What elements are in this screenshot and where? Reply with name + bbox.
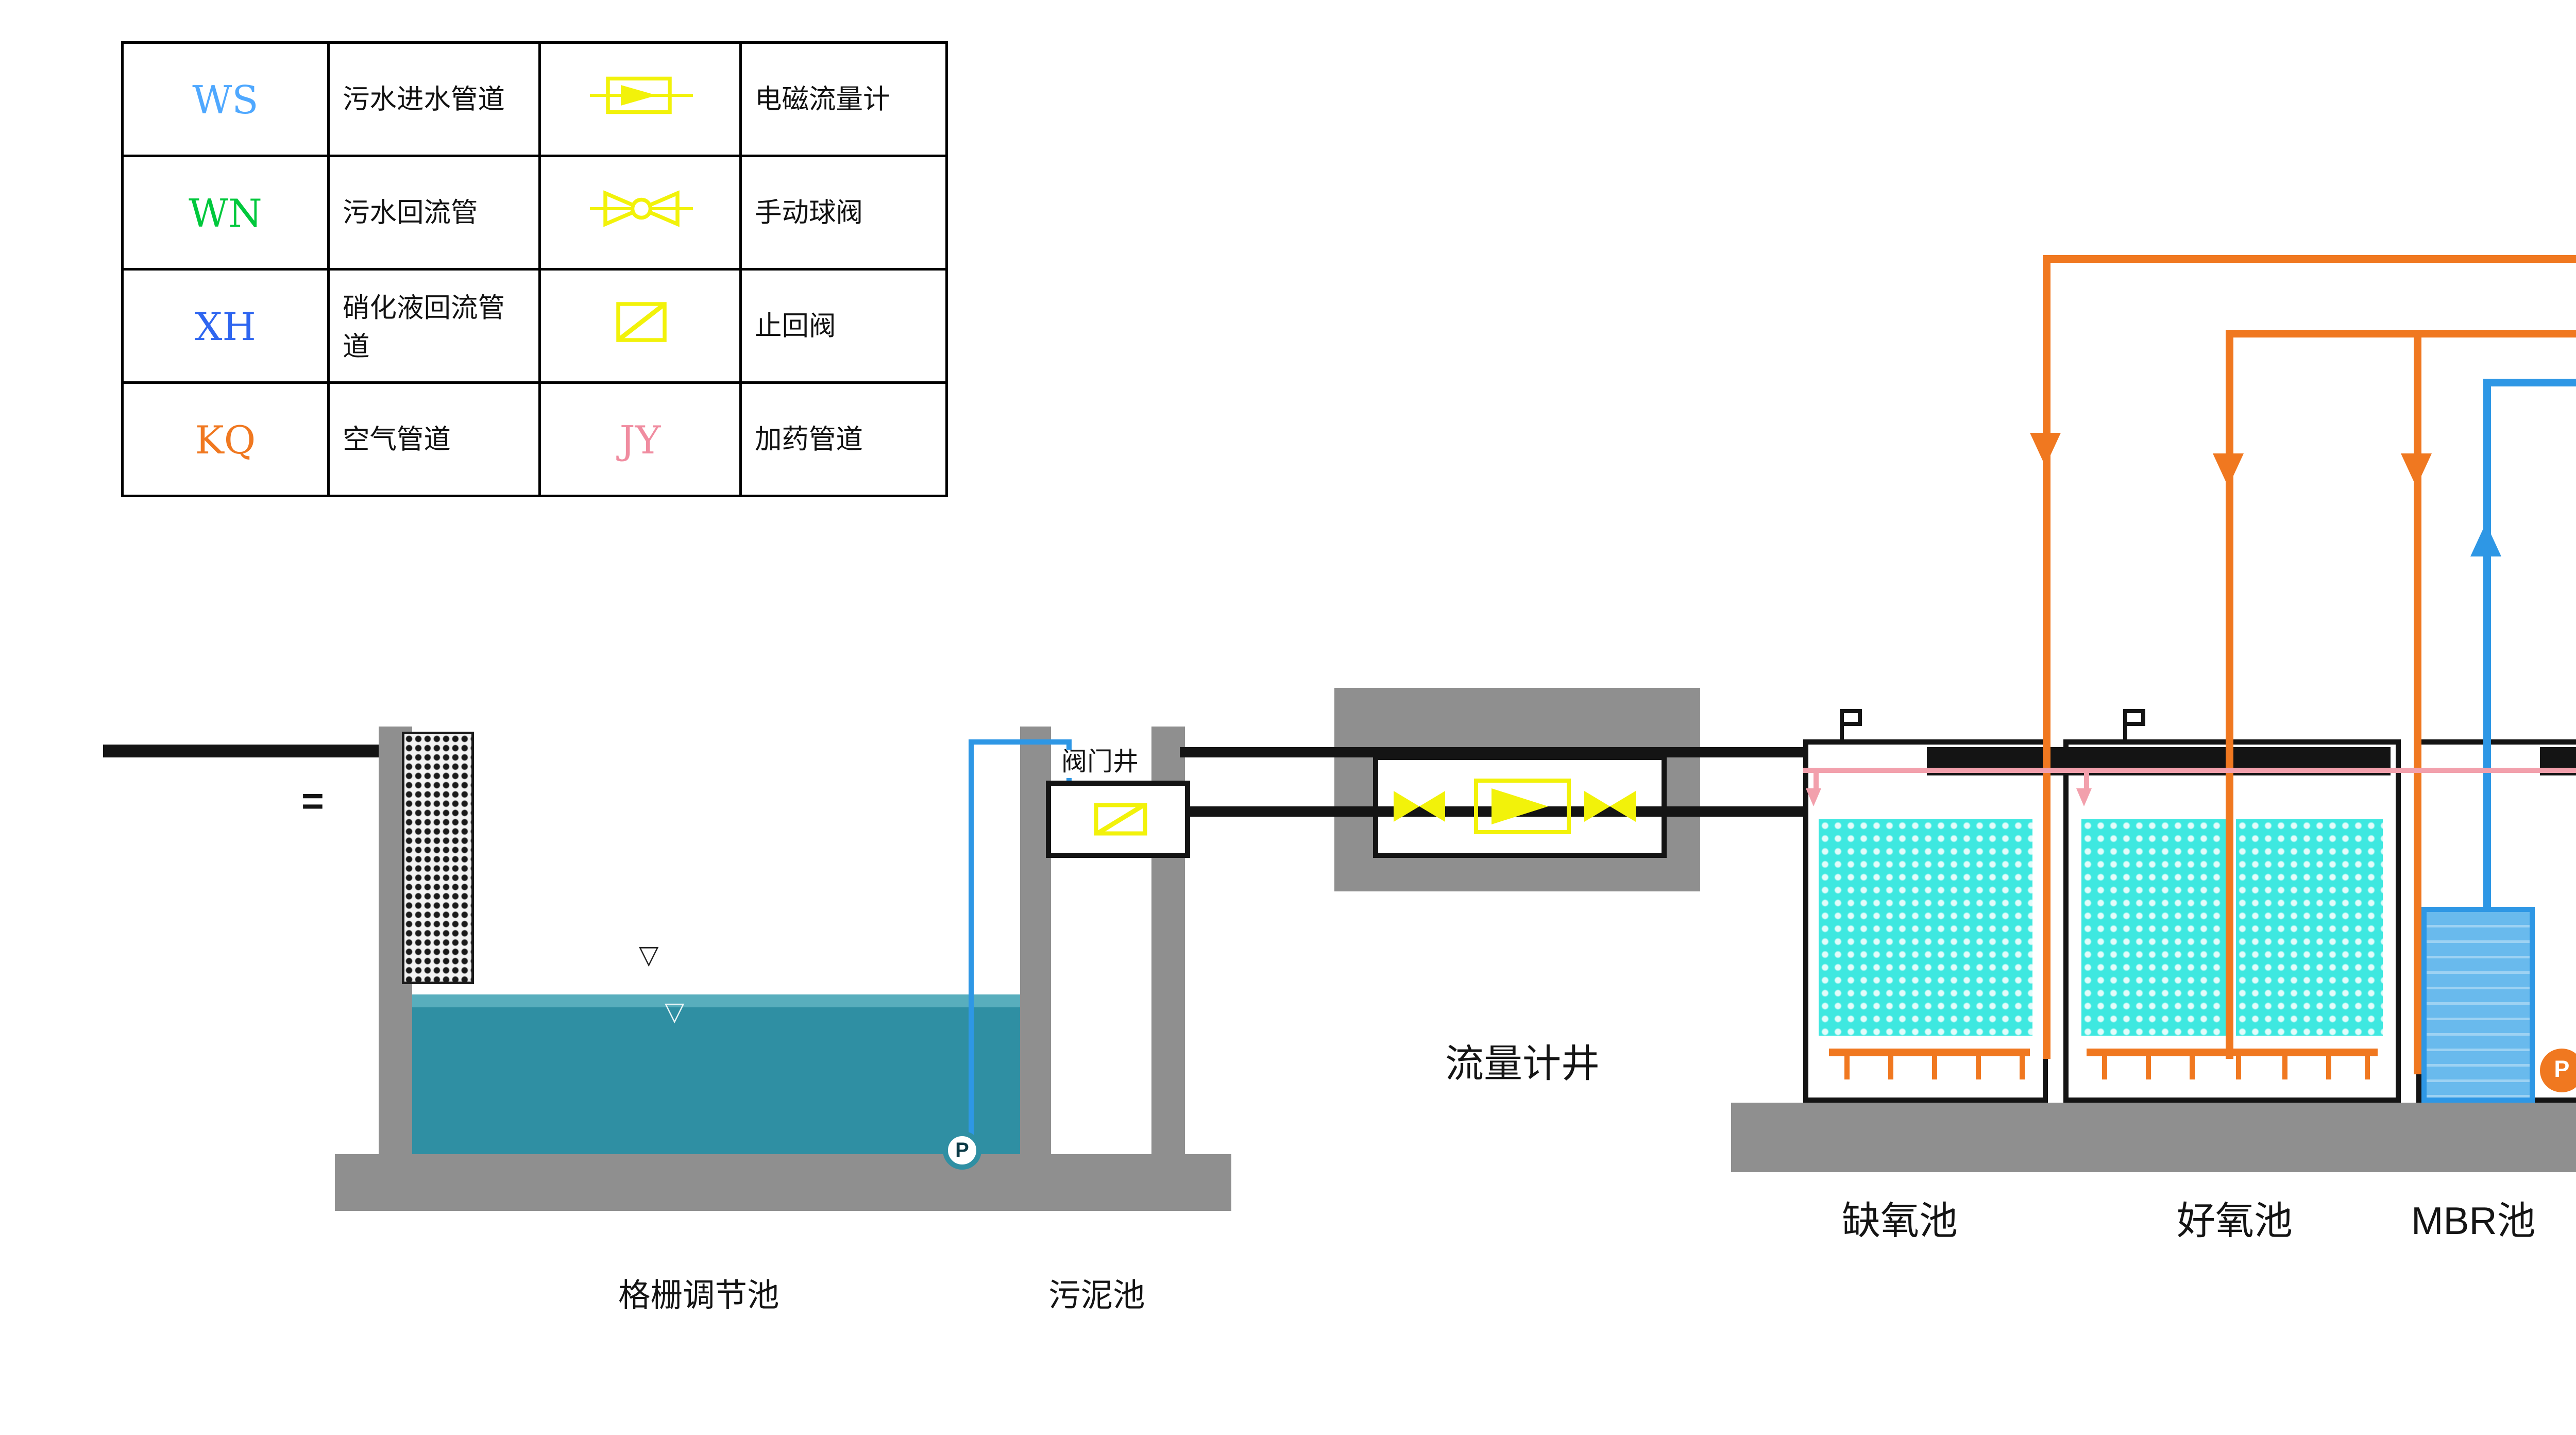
grid-tank-label: 格栅调节池 — [618, 1278, 779, 1314]
aerobic-tank-label: 好氧池 — [2177, 1201, 2293, 1244]
flowmeter-icon — [538, 41, 742, 157]
sludge-pump-riser-pipe — [969, 739, 974, 1141]
legend-row-ws: WS 污水进水管道 电磁流量计 — [121, 41, 948, 157]
aerobic-media-block — [2081, 819, 2226, 1036]
legend-desc-ws: 污水进水管道 — [327, 41, 541, 157]
air-flow-arrow-down — [2213, 453, 2244, 487]
legend-code-kq: KQ — [121, 381, 330, 497]
legend-desc-xh: 硝化液回流管道 — [327, 268, 541, 384]
inlet-pipe — [103, 745, 386, 757]
permeate-header — [2483, 379, 2576, 386]
diffuser-leg — [1932, 1056, 1937, 1079]
air-flow-arrow-down — [2030, 433, 2061, 466]
anoxic-tank-label: 缺氧池 — [1842, 1201, 1958, 1244]
diffuser-header-anoxic — [1829, 1049, 2030, 1056]
vent-icon — [1834, 708, 1865, 757]
legend-desc-wn: 污水回流管 — [327, 155, 541, 271]
grid-tank-base — [335, 1154, 1231, 1211]
legend-symlabel-check-valve: 止回阀 — [739, 268, 948, 384]
diffuser-leg — [2020, 1056, 2025, 1079]
dosing-drop — [1814, 773, 1819, 791]
aerobic-media-block — [2236, 819, 2383, 1036]
inlet-level-mark: = — [301, 781, 324, 824]
mbr-tank-label: MBR池 — [2411, 1201, 2536, 1244]
water-level-icon: ▽ — [639, 943, 659, 971]
tank-water — [412, 994, 1020, 1154]
diffuser-leg — [1844, 1056, 1850, 1079]
diffuser-leg — [2365, 1056, 2370, 1079]
sludge-tank-label: 污泥池 — [1048, 1278, 1145, 1314]
diffuser-leg — [2146, 1056, 2151, 1079]
air-flow-arrow-down — [2401, 453, 2432, 487]
legend-row-wn: WN 污水回流管 手动球阀 — [121, 155, 948, 271]
air-drop-mbr — [2414, 330, 2421, 1074]
check-valve-icon — [1092, 801, 1149, 850]
dosing-drop — [2084, 773, 2089, 791]
legend-symlabel-dosing: 加药管道 — [739, 381, 948, 497]
legend-code-xh: XH — [121, 268, 330, 384]
mbr-permeate-riser — [2483, 379, 2491, 907]
legend-symlabel-ball-valve: 手动球阀 — [739, 155, 948, 271]
legend-symlabel-flowmeter: 电磁流量计 — [739, 41, 948, 157]
water-level-icon: ▽ — [665, 1000, 685, 1028]
diffuser-leg — [1976, 1056, 1981, 1079]
air-pump-symbol: P — [2540, 1049, 2576, 1092]
valve-well-label: 阀门井 — [1059, 750, 1141, 778]
flowmeter-icon — [1473, 773, 1571, 853]
diffuser-leg — [1888, 1056, 1893, 1079]
ball-valve-icon — [538, 155, 742, 271]
dosing-arrow-down — [1806, 788, 1821, 806]
air-drop-aerobic — [2226, 330, 2233, 1059]
ball-valve-icon — [1582, 786, 1638, 840]
air-drop-anoxic — [2043, 255, 2050, 1059]
legend-code-ws: WS — [121, 41, 330, 157]
legend-code-wn: WN — [121, 155, 330, 271]
bar-screen — [402, 732, 474, 984]
legend-row-kq: KQ 空气管道 JY 加药管道 — [121, 381, 948, 497]
diffuser-leg — [2102, 1056, 2107, 1079]
tank-block-base — [1731, 1103, 2576, 1172]
legend-code-jy: JY — [538, 381, 742, 497]
submersible-pump-symbol: P — [943, 1131, 981, 1170]
dosing-main-line — [1803, 768, 2576, 773]
diffuser-leg — [2190, 1056, 2195, 1079]
vent-icon — [2117, 708, 2148, 757]
legend-table: WS 污水进水管道 电磁流量计 WN 污水回流管 手动球阀 XH 硝化液回流管道… — [121, 41, 948, 497]
ball-valve-icon — [1391, 786, 1448, 840]
flowmeter-well-label: 流量计井 — [1445, 1043, 1600, 1087]
anoxic-media-block — [1819, 819, 2032, 1036]
diffuser-leg — [2236, 1056, 2241, 1079]
diffuser-leg — [2326, 1056, 2331, 1079]
legend-row-xh: XH 硝化液回流管道 止回阀 — [121, 268, 948, 384]
dosing-arrow-down — [2076, 788, 2092, 806]
sludge-pump-top-pipe — [969, 739, 1072, 745]
check-valve-icon — [538, 268, 742, 384]
air-main-upper — [2048, 255, 2576, 263]
air-main-lower — [2231, 330, 2576, 337]
diffuser-leg — [2282, 1056, 2287, 1079]
mbr-membrane-module — [2421, 907, 2535, 1103]
water-flow-arrow-up — [2470, 523, 2501, 556]
legend-desc-kq: 空气管道 — [327, 381, 541, 497]
